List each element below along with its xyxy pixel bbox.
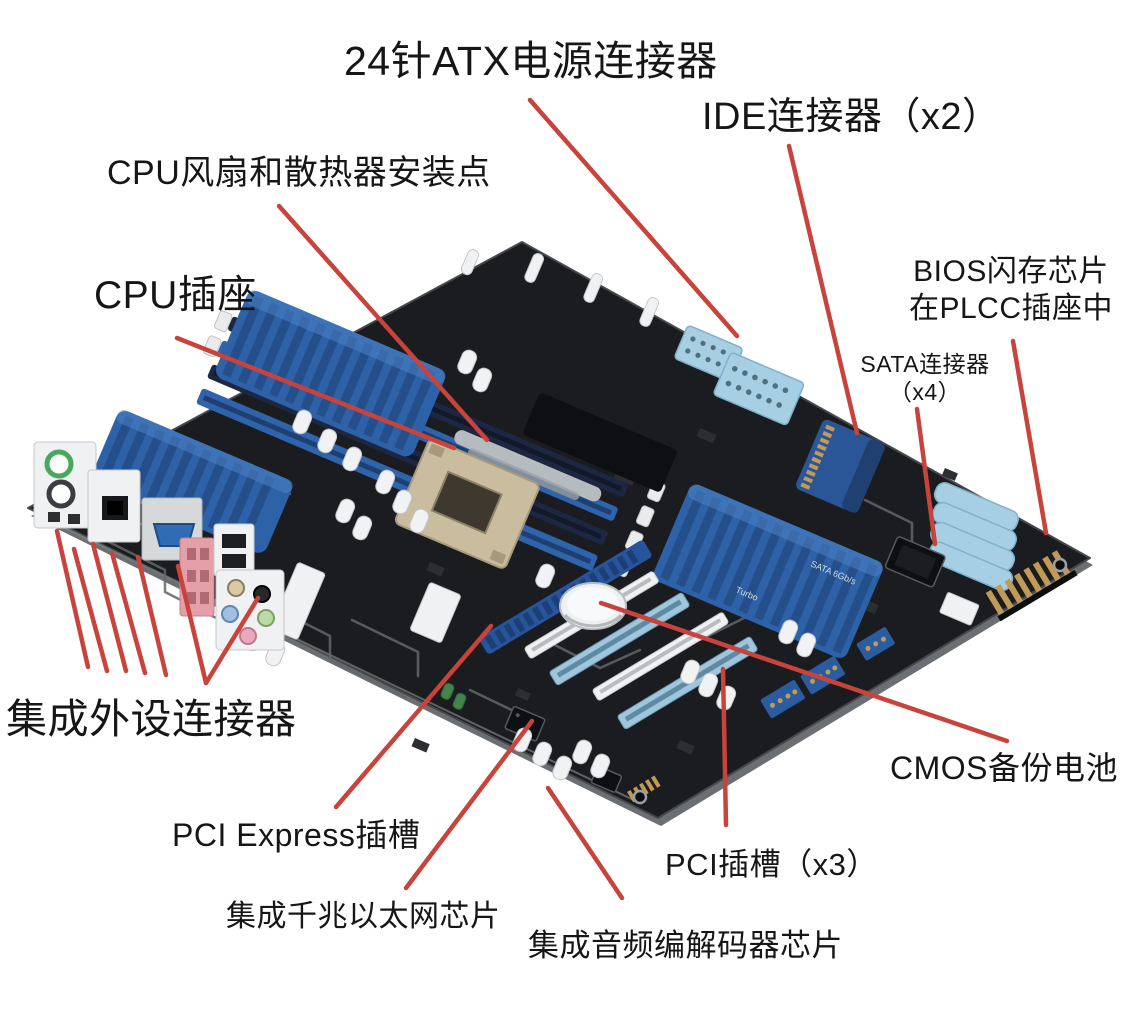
label-atx-power: 24针ATX电源连接器 [344, 38, 718, 84]
bios-chip [884, 536, 946, 588]
line-ide [786, 143, 860, 436]
label-pci-slots: PCI插槽（x3） [665, 847, 878, 882]
line-atx [527, 97, 740, 339]
line-io-3 [90, 541, 129, 674]
line-cmos [598, 600, 1010, 744]
line-bios [1010, 338, 1049, 536]
label-pcie-slot: PCI Express插槽 [172, 817, 421, 853]
annotation-lines [54, 97, 1049, 901]
label-sata-connector: SATA连接器 （x4） [855, 350, 995, 406]
label-cpu-socket: CPU插座 [94, 274, 257, 317]
standoff-posts [460, 249, 660, 327]
label-bios-line2: 在PLCC插座中 [908, 291, 1114, 325]
mounting-holes [632, 557, 1068, 805]
cpu-socket [394, 438, 540, 569]
line-io-v-left [175, 563, 209, 686]
line-pcie [333, 623, 494, 810]
label-audio-codec: 集成音频编解码器芯片 [528, 928, 843, 963]
label-bios-chip: BIOS闪存芯片 在PLCC插座中 [900, 254, 1122, 327]
label-sata-line1: SATA连接器 [860, 351, 990, 377]
ps2-port-block [33, 441, 97, 529]
label-cpu-fan-mount: CPU风扇和散热器安装点 [107, 154, 491, 192]
ide-connectors [674, 325, 805, 426]
line-audio [545, 785, 625, 901]
vrm-heatsink-upper [215, 290, 446, 457]
sata-connectors [928, 482, 1019, 592]
pin-header [985, 550, 1078, 622]
line-io-v-right [203, 595, 261, 686]
cmos-battery [559, 582, 627, 630]
usb-port-block [213, 523, 255, 577]
fan-header [939, 592, 980, 626]
line-io-1 [54, 528, 91, 670]
line-pci [720, 666, 729, 828]
line-ethernet [403, 718, 535, 891]
label-ide-connector: IDE连接器（x2） [702, 96, 1001, 138]
chipset-heatsink [653, 484, 883, 658]
label-peripheral-connectors: 集成外设连接器 [6, 696, 297, 742]
line-cpu-fan [276, 203, 490, 443]
line-sata [914, 406, 938, 547]
socket-area [454, 393, 677, 502]
label-cmos-battery: CMOS备份电池 [890, 750, 1119, 786]
optical-port-block [87, 469, 141, 543]
line-io-4 [109, 550, 148, 676]
label-sata-line2: （x4） [888, 379, 962, 406]
label-ethernet-chip: 集成千兆以太网芯片 [226, 900, 501, 933]
audio-codec-chip [590, 765, 661, 803]
lan-usb-block [179, 537, 215, 617]
atx-power-connector [796, 419, 885, 513]
usb-headers [760, 627, 895, 719]
label-bios-line1: BIOS闪存芯片 [913, 255, 1109, 288]
line-io-2 [71, 546, 110, 674]
line-cpu-socket [174, 335, 457, 451]
line-io-5 [135, 554, 169, 678]
